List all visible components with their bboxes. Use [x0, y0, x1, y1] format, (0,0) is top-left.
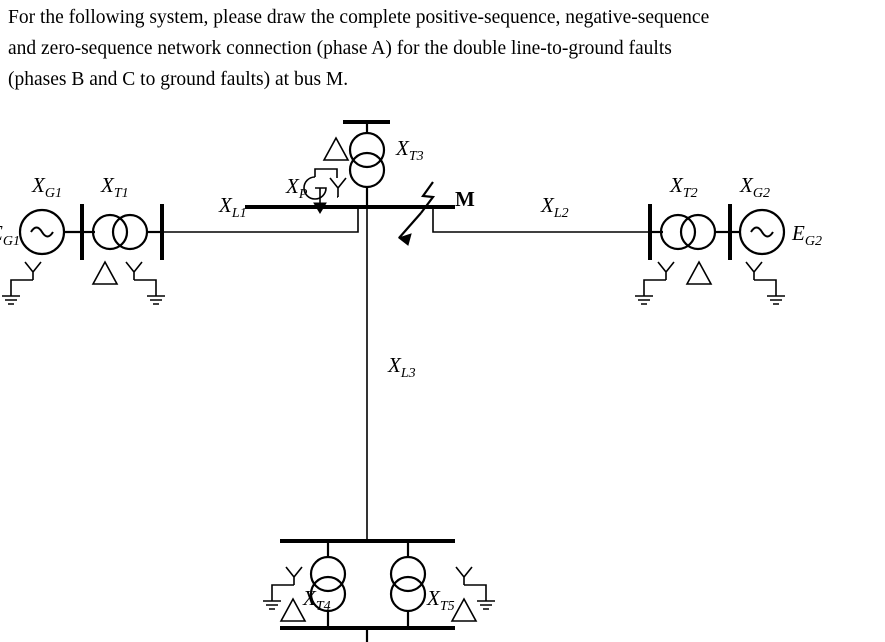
generator-eg2 [730, 208, 786, 256]
transformer-xt2 [650, 213, 730, 251]
transformer-xt5 [389, 541, 427, 628]
label-xg2: XG2 [739, 173, 770, 201]
diagram-labels: EG1 XG1 XT1 XL1 XP XT3 M XL2 XT2 XG2 EG2… [0, 136, 822, 614]
grounding-symbol-eg1 [2, 261, 42, 305]
label-xp: XP [285, 174, 308, 202]
generator-eg3 [365, 628, 369, 642]
label-xt4: XT4 [302, 586, 331, 614]
question-prompt: For the following system, please draw th… [8, 2, 876, 95]
label-xt5: XT5 [426, 586, 455, 614]
winding-symbol-xt5-delta [450, 597, 478, 622]
winding-symbol-xt2-grounded-wye [635, 261, 675, 305]
prompt-line-2: and zero-sequence network connection (ph… [8, 38, 672, 59]
label-xl3: XL3 [387, 353, 416, 381]
label-xt2: XT2 [669, 173, 698, 201]
fault-symbol-bus-m [397, 181, 436, 246]
transformer-xt1 [82, 213, 162, 251]
winding-symbol-xt1-grounded-wye [125, 261, 165, 305]
winding-symbol-xt3-wye [314, 168, 347, 198]
winding-symbol-xt4-grounded-wye [263, 566, 303, 610]
label-xg1: XG1 [31, 173, 62, 201]
label-xt1: XT1 [100, 173, 129, 201]
one-line-diagram: EG1 XG1 XT1 XL1 XP XT3 M XL2 XT2 XG2 EG2… [0, 100, 885, 642]
line-xl2 [432, 207, 650, 233]
grounding-symbol-eg2 [745, 261, 785, 305]
label-eg1: EG1 [0, 221, 20, 249]
prompt-line-1: For the following system, please draw th… [8, 7, 710, 28]
winding-symbol-xt5-grounded-wye [455, 566, 495, 610]
label-eg2: EG2 [791, 221, 822, 249]
winding-symbol-xt4-delta [279, 597, 307, 622]
reactor-xp [303, 176, 327, 214]
transformer-xt3 [348, 122, 386, 207]
line-xl1 [162, 207, 359, 233]
winding-symbol-xt3-delta [322, 136, 350, 161]
label-bus-m: M [455, 187, 475, 211]
winding-symbol-xt2-delta [685, 260, 713, 285]
diagram-svg: EG1 XG1 XT1 XL1 XP XT3 M XL2 XT2 XG2 EG2… [0, 120, 822, 642]
generator-eg1 [18, 208, 66, 256]
label-xt3: XT3 [395, 136, 424, 164]
transformer-xt4 [309, 541, 347, 628]
label-xl1: XL1 [218, 193, 247, 221]
label-xl2: XL2 [540, 193, 569, 221]
winding-symbol-xt1-delta [91, 260, 119, 285]
prompt-line-3: (phases B and C to ground faults) at bus… [8, 69, 349, 90]
